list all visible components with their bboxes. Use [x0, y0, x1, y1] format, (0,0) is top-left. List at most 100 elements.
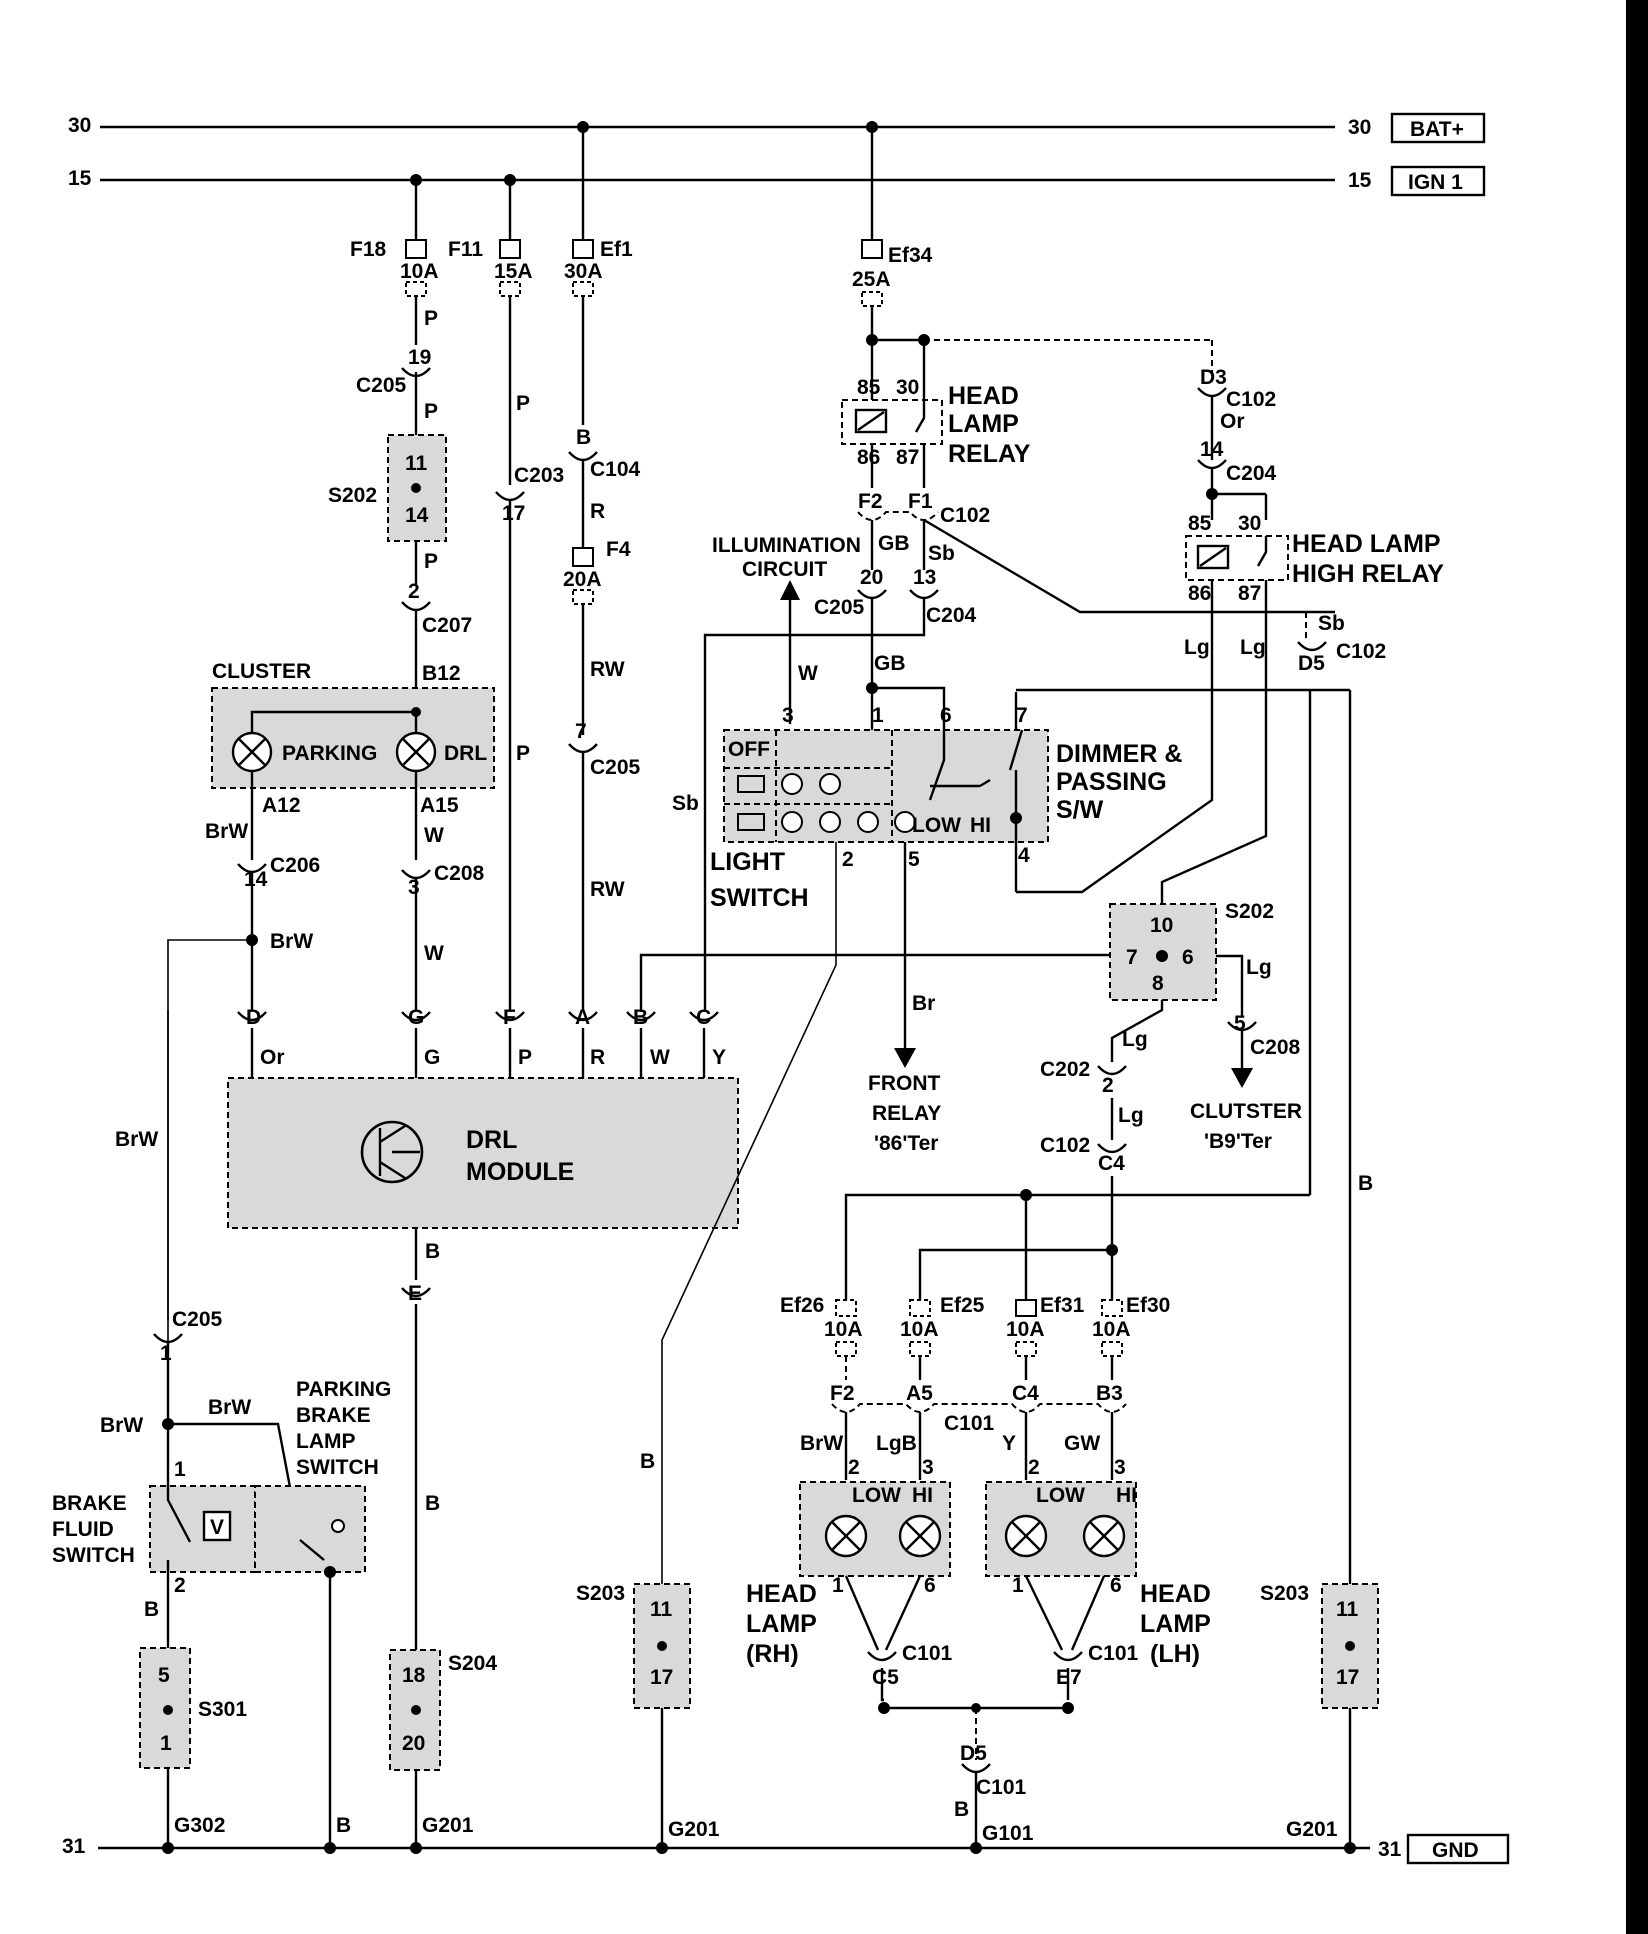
- svg-text:1: 1: [160, 1732, 172, 1755]
- connector-c101-a: C101: [944, 1412, 995, 1435]
- connector-c207: C207: [422, 614, 472, 637]
- svg-text:'B9'Ter: 'B9'Ter: [1204, 1130, 1272, 1153]
- bat-plus-box: [1390, 112, 1486, 144]
- fuse-ef34-name: Ef34: [888, 244, 933, 267]
- svg-text:A12: A12: [262, 794, 301, 817]
- parking-brake-switch-box: [254, 1485, 366, 1573]
- svg-text:5: 5: [158, 1664, 170, 1687]
- svg-text:HEAD: HEAD: [948, 382, 1019, 410]
- svg-text:87: 87: [896, 446, 919, 469]
- svg-text:F2: F2: [858, 490, 883, 513]
- svg-text:(RH): (RH): [746, 1640, 799, 1668]
- svg-text:Y: Y: [712, 1046, 726, 1069]
- svg-text:LgB: LgB: [876, 1432, 917, 1455]
- svg-text:BrW: BrW: [208, 1396, 251, 1419]
- rail-31-label-right: 31: [1378, 1838, 1402, 1861]
- connector-c102-a: C102: [940, 504, 990, 527]
- svg-text:19: 19: [408, 346, 431, 369]
- svg-text:2: 2: [848, 1456, 860, 1479]
- svg-text:LAMP: LAMP: [746, 1610, 817, 1638]
- svg-text:8: 8: [1152, 972, 1164, 995]
- svg-text:1: 1: [174, 1458, 186, 1481]
- svg-text:(LH): (LH): [1150, 1640, 1200, 1668]
- svg-text:HEAD: HEAD: [1140, 1580, 1211, 1608]
- svg-text:2: 2: [1028, 1456, 1040, 1479]
- connector-c101-c: C101: [1088, 1642, 1139, 1665]
- svg-text:Y: Y: [1002, 1432, 1016, 1455]
- svg-text:1: 1: [1012, 1574, 1024, 1597]
- svg-text:BrW: BrW: [205, 820, 248, 843]
- s203-splices: S203 11 17 G201 S203 11 17 G201: [576, 1582, 1379, 1854]
- head-lamp-relay: Ef34 25A 85 30 86 87 HEAD LAMP RELAY F2 …: [672, 127, 1335, 1010]
- brake-fluid-switch-box: [149, 1485, 256, 1573]
- svg-text:P: P: [518, 1046, 532, 1069]
- head-lamp-high-relay: D3 C102 Or 14 C204 85 30 86 87 HEAD LAMP…: [1016, 366, 1444, 1590]
- rail-30-label-right: 30: [1348, 116, 1371, 139]
- svg-text:B: B: [576, 426, 591, 449]
- svg-text:Sb: Sb: [672, 792, 699, 815]
- transistor-icon: [360, 1120, 424, 1184]
- ign1-box: [1390, 165, 1486, 197]
- svg-text:P: P: [424, 307, 438, 330]
- svg-text:3: 3: [1114, 1456, 1126, 1479]
- svg-text:BrW: BrW: [800, 1432, 843, 1455]
- bat-plus-label: BAT+: [1410, 118, 1464, 141]
- rail-15-label-right: 15: [1348, 169, 1372, 192]
- svg-text:3: 3: [408, 876, 420, 899]
- connector-c202: C202: [1040, 1058, 1090, 1081]
- fuse-ef30-name: Ef30: [1126, 1294, 1170, 1317]
- connector-c206: C206: [270, 854, 320, 877]
- connector-c208-a: C208: [434, 862, 485, 885]
- svg-text:FRONT: FRONT: [868, 1072, 940, 1095]
- svg-text:15A: 15A: [494, 260, 533, 283]
- light-switch-box: [723, 729, 1049, 843]
- svg-text:P: P: [424, 550, 438, 573]
- svg-text:RW: RW: [590, 658, 625, 681]
- svg-text:A15: A15: [420, 794, 459, 817]
- svg-text:A5: A5: [906, 1382, 933, 1405]
- splice-s202-label: S202: [328, 484, 377, 507]
- svg-text:6: 6: [924, 1574, 936, 1597]
- connector-c104: C104: [590, 458, 641, 481]
- svg-text:DIMMER &: DIMMER &: [1056, 740, 1182, 768]
- svg-text:C5: C5: [872, 1666, 899, 1689]
- svg-text:6: 6: [940, 704, 952, 727]
- svg-text:R: R: [590, 1046, 605, 1069]
- svg-text:HI: HI: [1116, 1484, 1137, 1507]
- svg-text:30A: 30A: [564, 260, 603, 283]
- svg-text:S/W: S/W: [1056, 796, 1104, 824]
- brake-switches: BrW C205 1 BrW BrW 1 PARKING BRAKE LAMP …: [52, 1010, 497, 1854]
- svg-text:GB: GB: [874, 652, 906, 675]
- ground-g302: G302: [174, 1814, 225, 1837]
- svg-text:11: 11: [405, 452, 428, 475]
- svg-text:6: 6: [1110, 1574, 1122, 1597]
- connector-c205-d: C205: [814, 596, 865, 619]
- svg-text:B: B: [954, 1798, 969, 1821]
- svg-text:LOW: LOW: [1036, 1484, 1085, 1507]
- svg-text:1: 1: [160, 1342, 172, 1365]
- svg-text:W: W: [650, 1046, 670, 1069]
- connector-c101-b: C101: [902, 1642, 953, 1665]
- svg-text:BRAKE: BRAKE: [52, 1492, 127, 1515]
- svg-text:10: 10: [1150, 914, 1173, 937]
- svg-text:14: 14: [244, 868, 268, 891]
- svg-text:11: 11: [1336, 1598, 1359, 1621]
- svg-text:BrW: BrW: [115, 1128, 158, 1151]
- connector-c205-a: C205: [356, 374, 407, 397]
- svg-text:2: 2: [1102, 1074, 1114, 1097]
- rail-15-label-left: 15: [68, 167, 92, 190]
- svg-text:Lg: Lg: [1246, 956, 1272, 979]
- svg-text:F2: F2: [830, 1382, 855, 1405]
- svg-text:17: 17: [502, 502, 525, 525]
- svg-text:FLUID: FLUID: [52, 1518, 114, 1541]
- connector-c204-a: C204: [926, 604, 977, 627]
- connector-c205-c: C205: [172, 1308, 223, 1331]
- gnd-box: [1406, 1833, 1510, 1865]
- svg-text:R: R: [590, 500, 605, 523]
- svg-text:7: 7: [1126, 946, 1138, 969]
- svg-text:SWITCH: SWITCH: [296, 1456, 379, 1479]
- svg-text:D3: D3: [1200, 366, 1227, 389]
- svg-text:Lg: Lg: [1184, 636, 1210, 659]
- connector-c102-c: C102: [1336, 640, 1386, 663]
- svg-text:HI: HI: [912, 1484, 933, 1507]
